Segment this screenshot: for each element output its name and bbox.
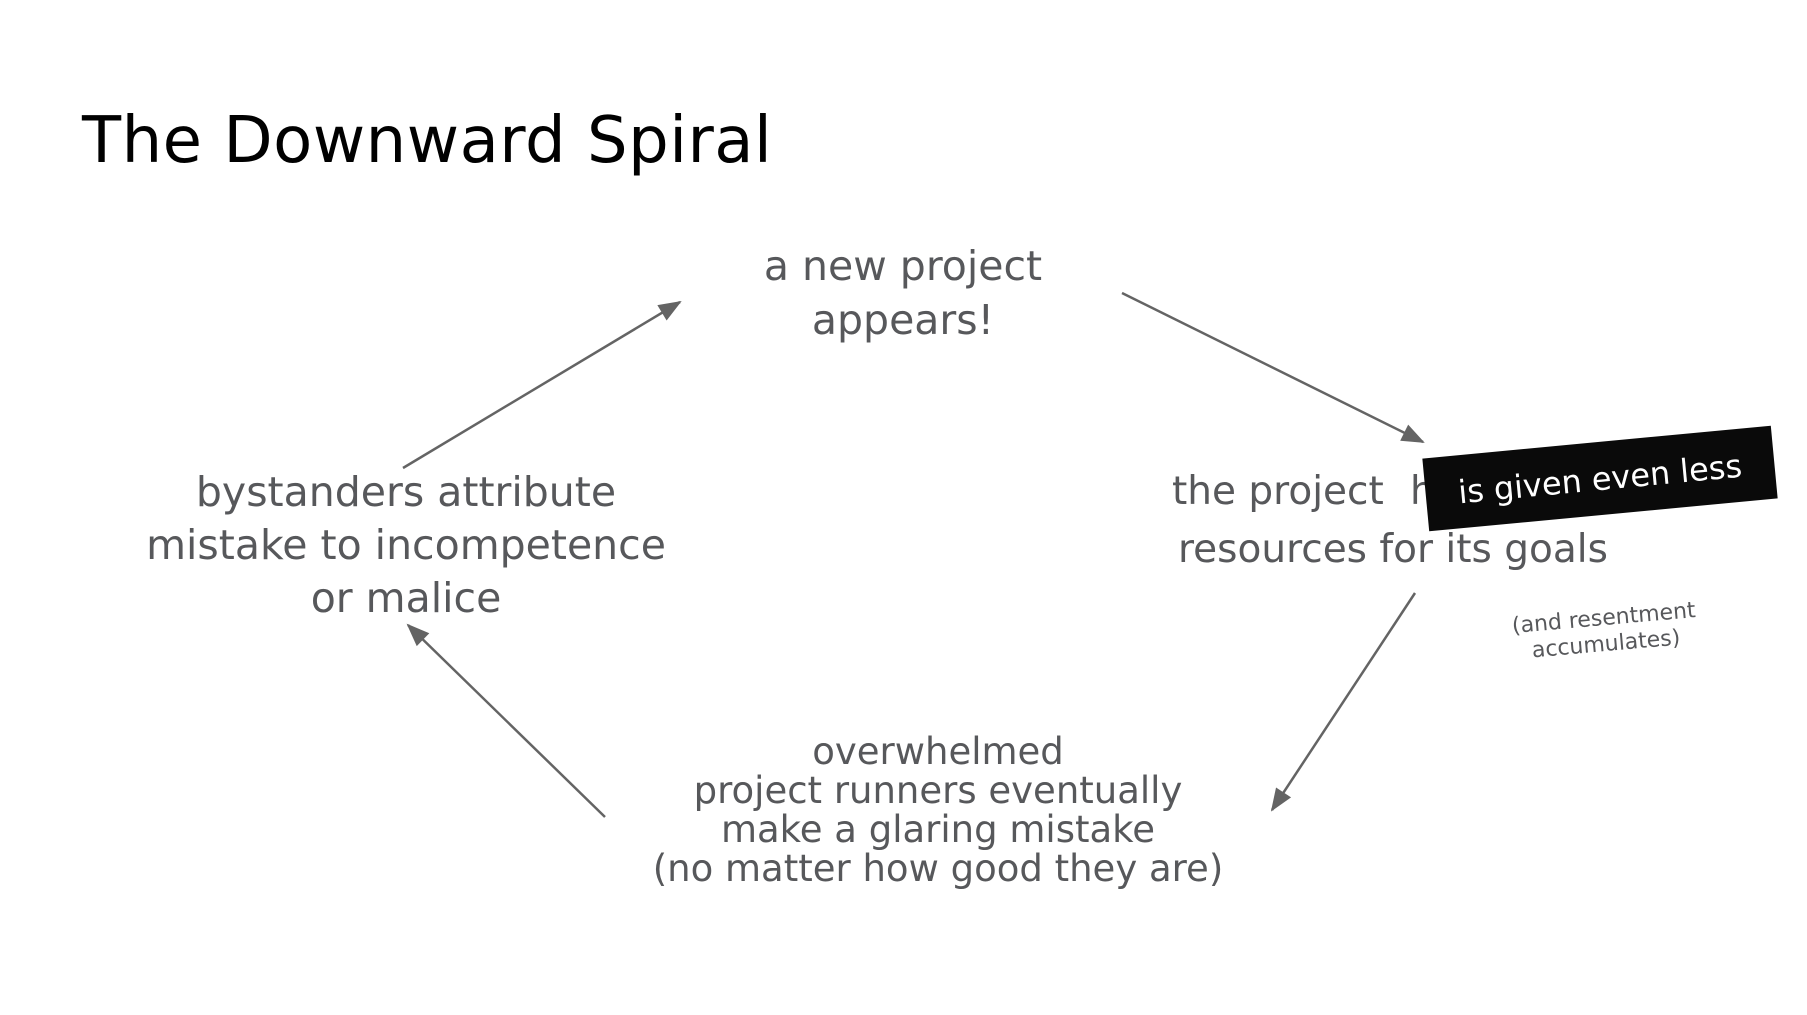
- node-project-resources-line2: resources for its goals: [1178, 527, 1608, 572]
- node-text-line: overwhelmed: [812, 730, 1064, 773]
- arrow-left-to-top: [402, 300, 682, 470]
- node-bystanders-attribute: bystanders attribute mistake to incompet…: [106, 466, 706, 625]
- node-text-line: project runners eventually: [693, 769, 1183, 812]
- arrow-bottom-to-left: [406, 623, 606, 818]
- node-project-resources-line1: the project: [1172, 469, 1384, 514]
- node-text-line: (no matter how good they are): [652, 847, 1224, 890]
- node-text-line: bystanders attribute: [195, 468, 617, 516]
- node-overwhelmed-runners: overwhelmed project runners eventually m…: [626, 732, 1250, 888]
- node-text-line: a new project: [763, 242, 1043, 290]
- node-text-line: make a glaring mistake: [720, 808, 1156, 851]
- arrow-right-to-bottom: [1270, 592, 1417, 812]
- node-text-line: or malice: [310, 574, 502, 622]
- page-title: The Downward Spiral: [82, 104, 773, 178]
- correction-overlay-label: is given even less: [1456, 446, 1744, 511]
- arrow-top-to-right: [1121, 291, 1425, 444]
- node-new-project: a new project appears!: [653, 239, 1153, 347]
- node-text-line: mistake to incompetence: [146, 521, 666, 569]
- node-text-line: appears!: [811, 296, 995, 344]
